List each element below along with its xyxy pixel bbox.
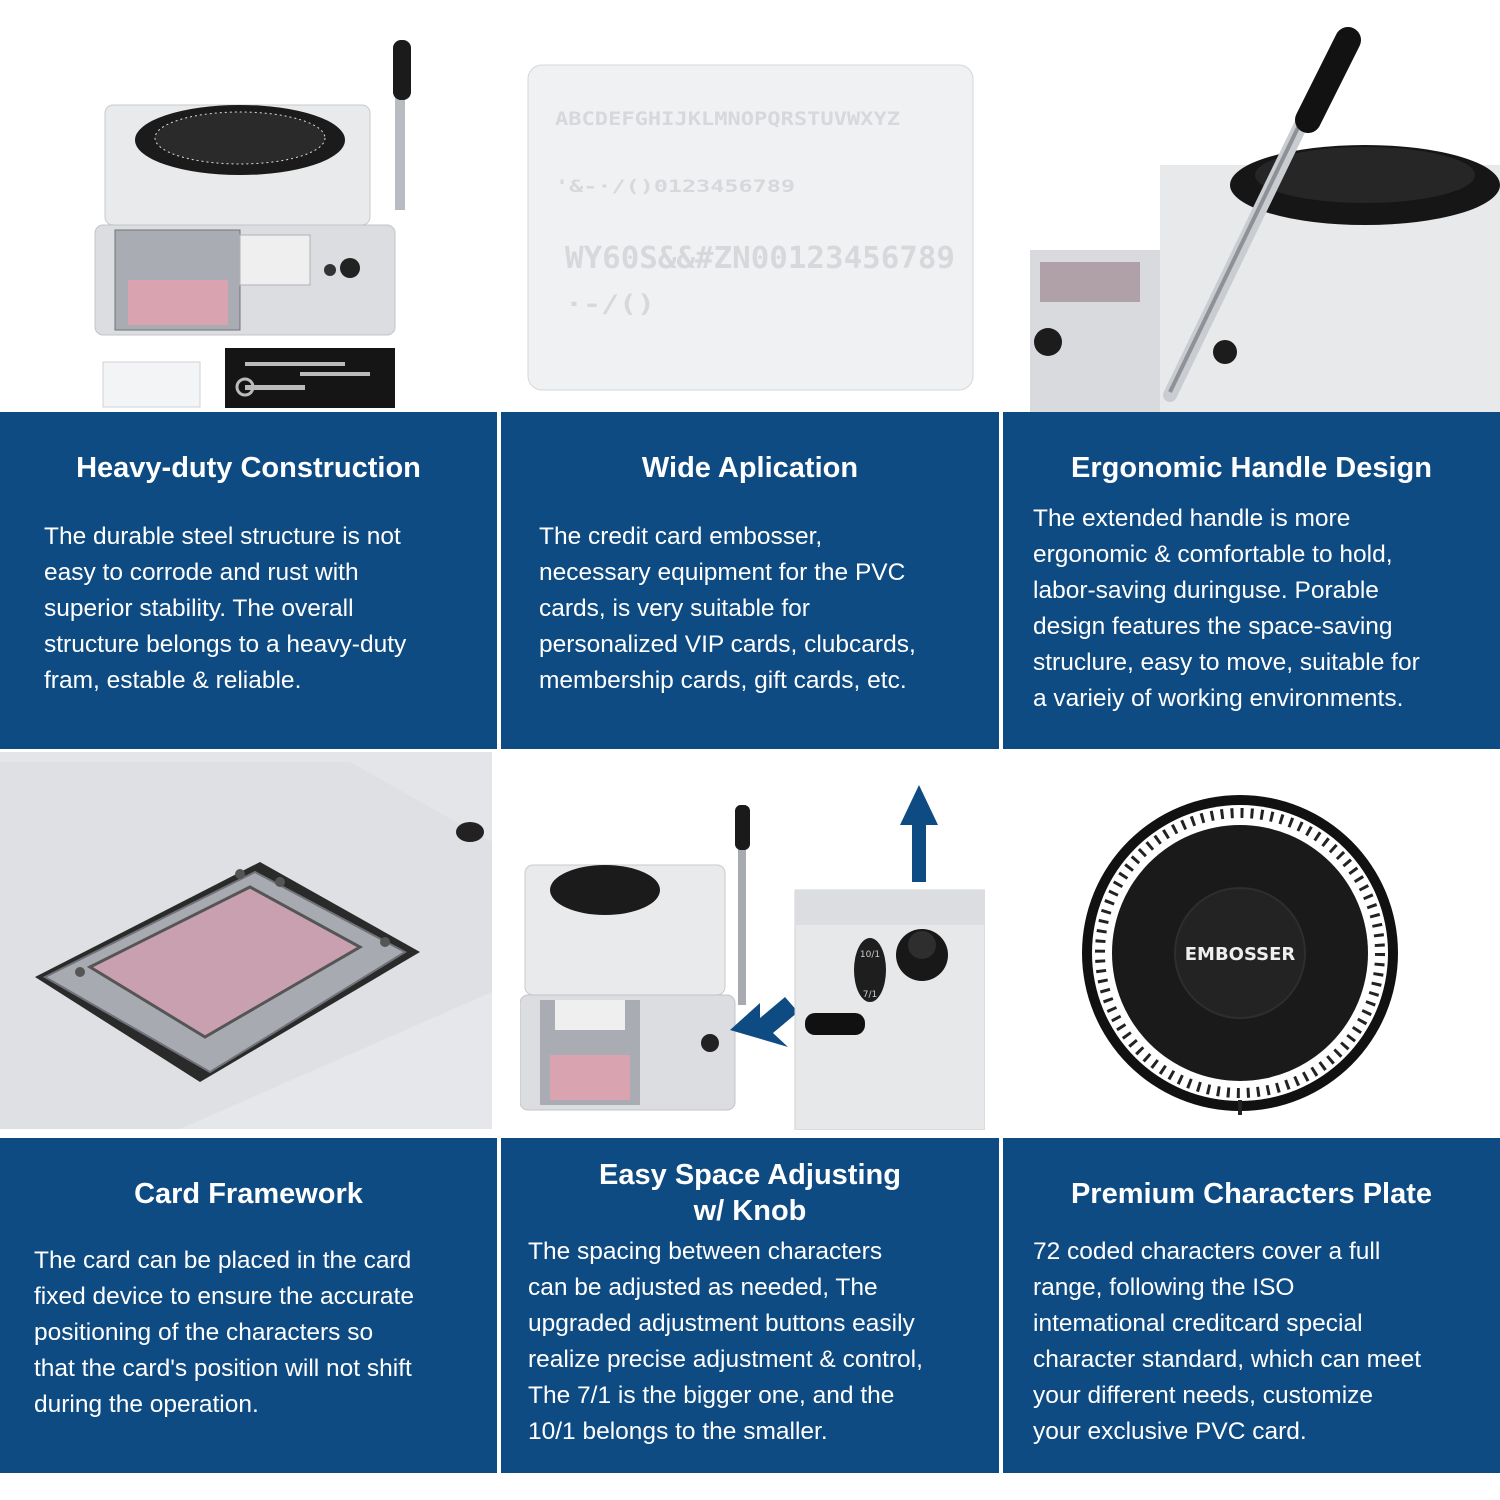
feature-text-line: 10/1 belongs to the smaller. (528, 1418, 828, 1445)
feature-text-line: personalized VIP cards, clubcards, (539, 631, 916, 658)
feature-panel-handle: Ergonomic Handle Design The extended han… (1003, 412, 1500, 749)
feature-text-line: upgraded adjustment buttons easily (528, 1310, 915, 1337)
feature-text-line: The extended handle is more (1033, 505, 1351, 532)
feature-text-line: struclure, easy to move, suitable for (1033, 649, 1420, 676)
card-text-line3: WY60S&&#ZN00123456789 (565, 241, 955, 276)
feature-text-line: necessary equipment for the PVC (539, 559, 906, 586)
handle-closeup-image (1030, 0, 1500, 412)
feature-panel-characters-plate: Premium Characters Plate 72 coded charac… (1003, 1138, 1500, 1473)
card-text-line4: ·-/() (565, 290, 655, 318)
feature-text-line: ergonomic & comfortable to hold, (1033, 541, 1393, 568)
feature-text-line: labor-saving duringuse. Porable (1033, 577, 1379, 604)
feature-title-line2: w/ Knob (693, 1195, 807, 1227)
embossed-card-sample-image: ABCDEFGHIJKLMNOPQRSTUVWXYZ '&-·/()012345… (500, 0, 1000, 412)
card-text-line2: '&-·/()0123456789 (555, 177, 795, 197)
feature-title: Ergonomic Handle Design (1071, 452, 1432, 484)
feature-text-line: 72 coded characters cover a full (1033, 1238, 1381, 1265)
feature-text-line: The durable steel structure is not (44, 523, 401, 550)
card-framework-closeup-image (0, 752, 492, 1129)
feature-text-line: membership cards, gift cards, etc. (539, 667, 907, 694)
feature-panel-framework: Card Framework The card can be placed in… (0, 1138, 497, 1473)
feature-text-line: realize precise adjustment & control, (528, 1346, 923, 1373)
feature-text-line: fixed device to ensure the accurate (34, 1283, 414, 1310)
feature-text-line: superior stability. The overall (44, 595, 354, 622)
feature-text-line: The card can be placed in the card (34, 1247, 412, 1274)
feature-panel-space-adjusting: Easy Space Adjusting w/ Knob The spacing… (501, 1138, 999, 1473)
feature-text-line: easy to corrode and rust with (44, 559, 359, 586)
feature-panel-construction: Heavy-duty Construction The durable stee… (0, 412, 497, 749)
embosser-machine-image (0, 0, 497, 412)
feature-text-line: can be adjusted as needed, The (528, 1274, 878, 1301)
feature-text-line: character standard, which can meet (1033, 1346, 1422, 1373)
space-adjusting-knob-image: 10/1 7/1 (520, 785, 985, 1130)
feature-text-line: during the operation. (34, 1391, 259, 1418)
feature-text-line: The 7/1 is the bigger one, and the (528, 1382, 895, 1409)
feature-title: Card Framework (134, 1178, 363, 1210)
card-text-line1: ABCDEFGHIJKLMNOPQRSTUVWXYZ (555, 108, 900, 130)
feature-text-line: your exclusive PVC card. (1033, 1418, 1307, 1445)
feature-title: Wide Aplication (641, 452, 859, 484)
feature-text-line: your different needs, customize (1033, 1382, 1374, 1409)
feature-text-line: that the card's position will not shift (34, 1355, 412, 1382)
feature-title: Easy Space Adjusting (599, 1159, 901, 1191)
dial-label: EMBOSSER (1185, 944, 1296, 965)
feature-text-line: design features the space-saving (1033, 613, 1393, 640)
knob-label-bottom: 7/1 (863, 990, 877, 1000)
feature-text-line: The credit card embosser, (539, 523, 823, 550)
feature-text-line: fram, estable & reliable. (44, 667, 302, 694)
feature-text-line: range, following the ISO (1033, 1274, 1295, 1301)
feature-title: Premium Characters Plate (1070, 1178, 1433, 1210)
feature-text-line: The spacing between characters (528, 1238, 883, 1265)
feature-text-line: cards, is very suitable for (539, 595, 810, 622)
knob-label-top: 10/1 (860, 950, 880, 960)
feature-text-line: positioning of the characters so (34, 1319, 374, 1346)
feature-text-line: a varieiy of working environments. (1033, 685, 1404, 712)
feature-text-line: structure belongs to a heavy-duty (44, 631, 407, 658)
feature-panel-application: Wide Aplication The credit card embosser… (501, 412, 999, 749)
characters-plate-image: EMBOSSER (1075, 795, 1415, 1115)
feature-title: Heavy-duty Construction (76, 452, 421, 484)
feature-text-line: intemational creditcard special (1033, 1310, 1363, 1337)
